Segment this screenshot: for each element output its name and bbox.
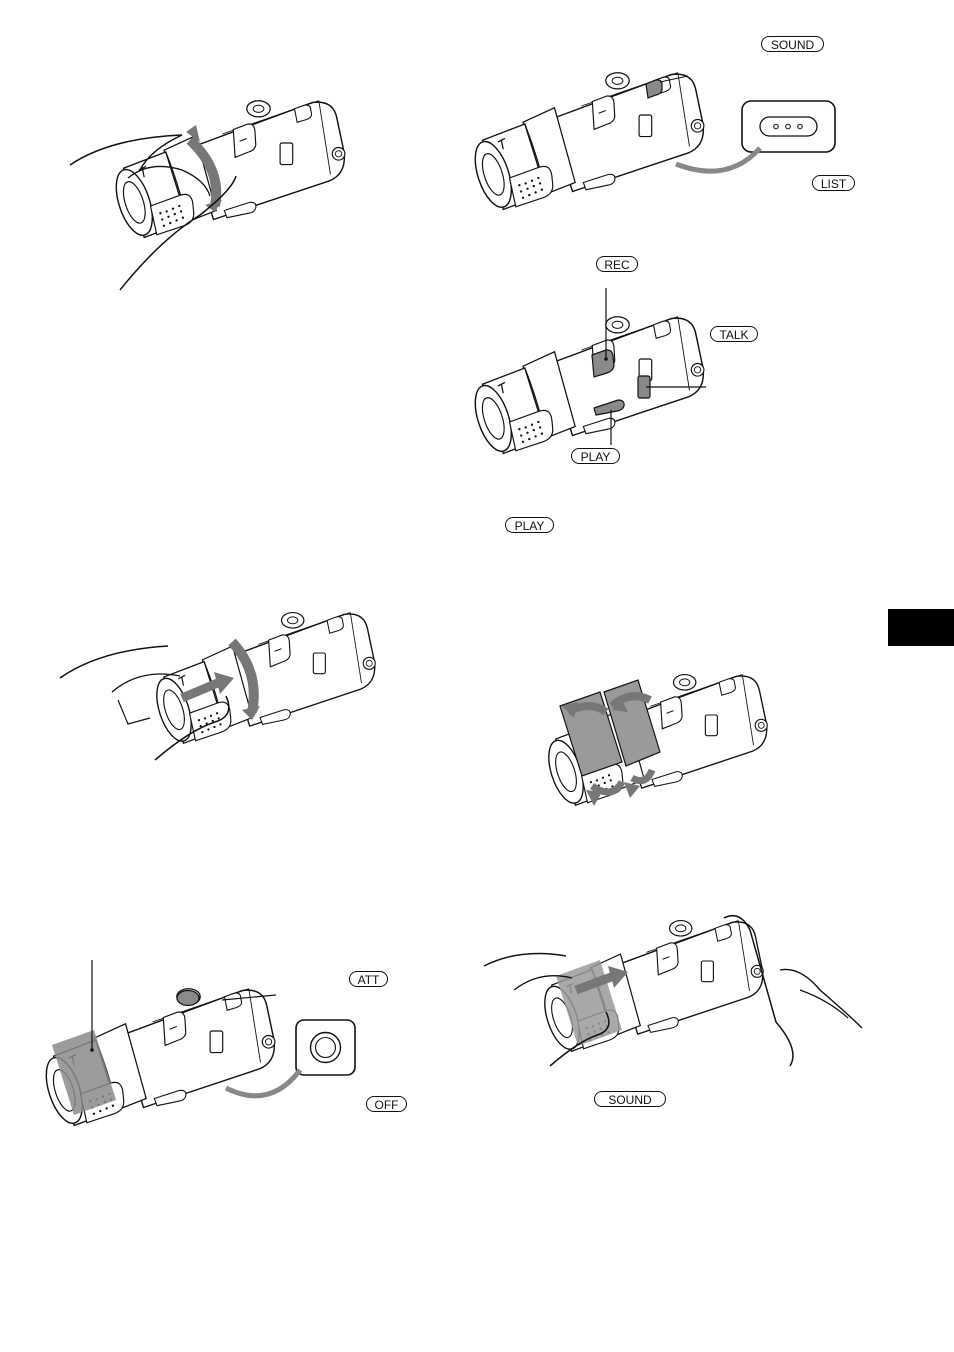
figure-rotate-ring [70, 101, 345, 290]
section-tab [888, 609, 954, 646]
off-key: OFF [366, 1096, 407, 1112]
figure-rec-talk-play [468, 288, 706, 456]
list-key: LIST [812, 175, 855, 191]
figure-rotate-arrows [542, 675, 767, 808]
talk-key: TALK [710, 326, 758, 342]
figure-push-sound [484, 916, 862, 1066]
figure-push-turn [60, 613, 375, 760]
figure-att-off [39, 960, 355, 1128]
play-key-text: PLAY [505, 517, 554, 533]
figure-sound-list [468, 73, 835, 212]
att-key: ATT [349, 971, 388, 987]
play-key-diagram: PLAY [571, 448, 620, 464]
sound-key-bottom: SOUND [594, 1091, 666, 1107]
rec-key: REC [596, 256, 638, 272]
sound-key-top: SOUND [761, 36, 824, 52]
